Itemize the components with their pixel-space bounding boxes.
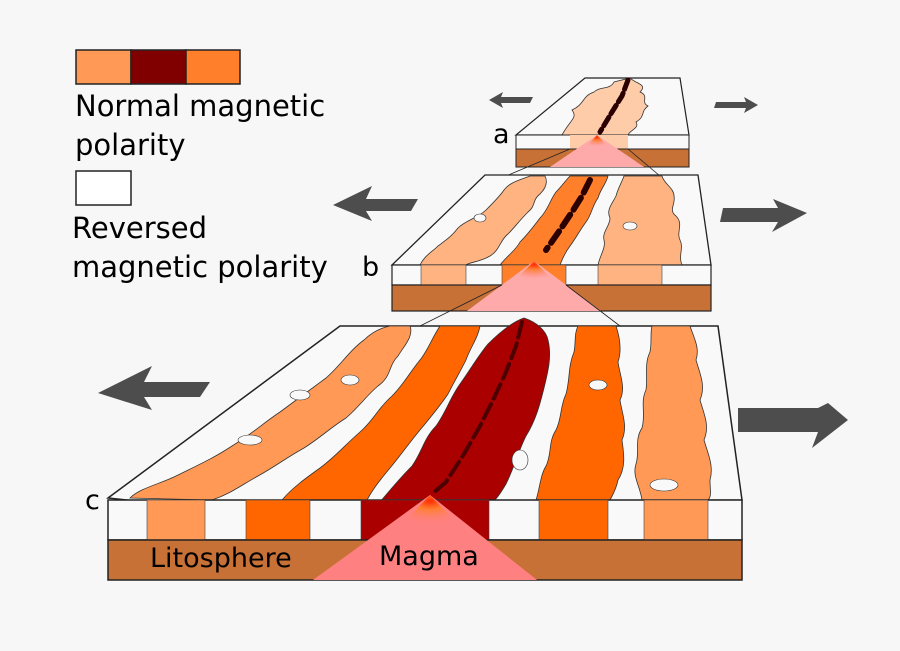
legend-normal-label-line2: polarity	[75, 128, 186, 162]
legend-reversed-swatch	[75, 170, 132, 206]
legend-normal-label-line1: Normal magnetic	[75, 89, 326, 123]
arrow-left-icon	[333, 186, 418, 221]
arrow-right-icon	[738, 403, 848, 448]
arrow-left-icon	[489, 92, 533, 108]
stage-label-c: c	[85, 485, 100, 516]
stage-c-block	[106, 317, 743, 581]
legend-normal-swatch	[75, 49, 241, 85]
legend-reversed-label-line1: Reversed	[72, 211, 207, 245]
arrow-left-icon	[98, 366, 210, 410]
arrow-right-icon	[714, 97, 758, 113]
stage-label-b: b	[362, 252, 380, 283]
stage-a-block	[514, 77, 690, 168]
stage-label-a: a	[493, 119, 510, 150]
arrow-right-icon	[720, 199, 807, 232]
lithosphere-label: Litosphere	[150, 543, 292, 574]
stage-b-block	[390, 174, 712, 312]
magma-label: Magma	[379, 541, 479, 572]
legend-reversed-label-line2: magnetic polarity	[72, 250, 328, 284]
